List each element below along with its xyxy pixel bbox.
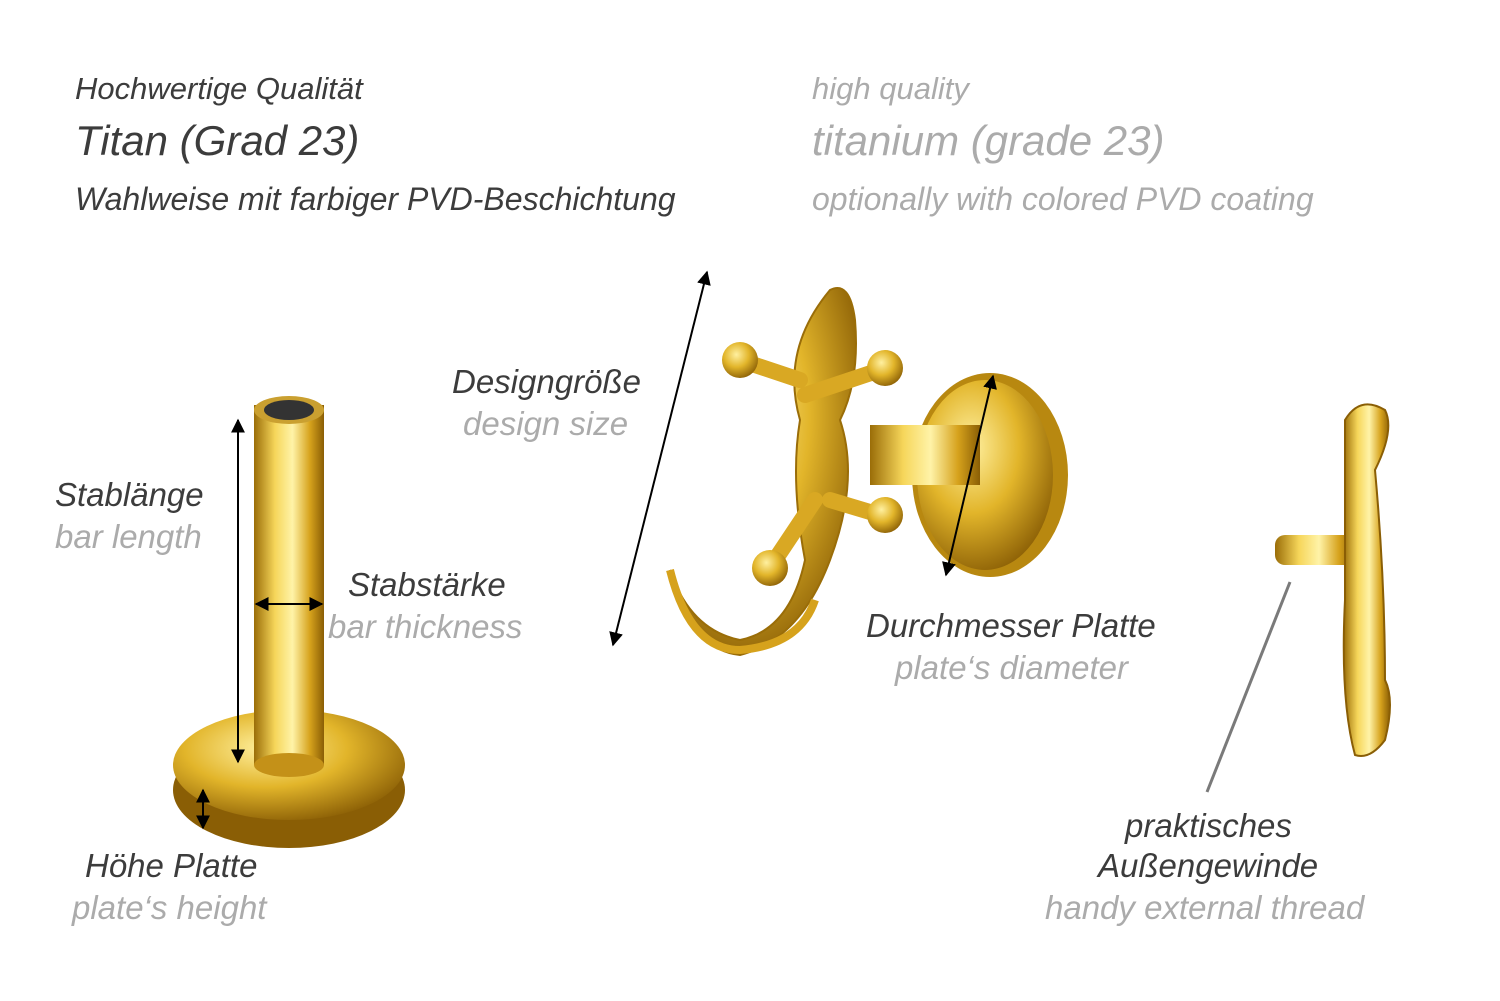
coating-en: optionally with colored PVD coating: [812, 181, 1314, 217]
material-de: Titan (Grad 23): [75, 117, 360, 164]
bar-length-label-de: Stablänge: [55, 476, 204, 513]
plate-diameter-arrow: [942, 374, 997, 577]
thread-label-de-2: Außengewinde: [1098, 847, 1319, 884]
gecko-labret-image: [666, 287, 1068, 657]
design-size-label-en: design size: [463, 405, 629, 442]
plate-diameter-label-en: plate‘s diameter: [895, 649, 1128, 686]
plate-height-label-en: plate‘s height: [72, 889, 267, 926]
plate-diameter-label-de: Durchmesser Platte: [866, 607, 1156, 644]
plate-height-label-de: Höhe Platte: [85, 847, 258, 884]
material-en: titanium (grade 23): [812, 117, 1165, 164]
bar-thickness-label-en: bar thickness: [328, 608, 523, 645]
coating-de: Wahlweise mit farbiger PVD-Beschichtung: [75, 181, 676, 217]
design-size-label-de: Designgröße: [452, 363, 641, 400]
thread-pointer-line: [1205, 581, 1292, 793]
quality-en: high quality: [812, 71, 969, 106]
bar-thickness-label-de: Stabstärke: [348, 566, 506, 603]
gecko-side-view-image: [1275, 403, 1391, 757]
thread-label-de-1: praktisches: [1125, 807, 1292, 844]
thread-label-en: handy external thread: [1045, 889, 1365, 926]
design-size-arrow: [609, 270, 711, 647]
quality-de: Hochwertige Qualität: [75, 71, 363, 106]
bar-length-label-en: bar length: [55, 518, 202, 555]
